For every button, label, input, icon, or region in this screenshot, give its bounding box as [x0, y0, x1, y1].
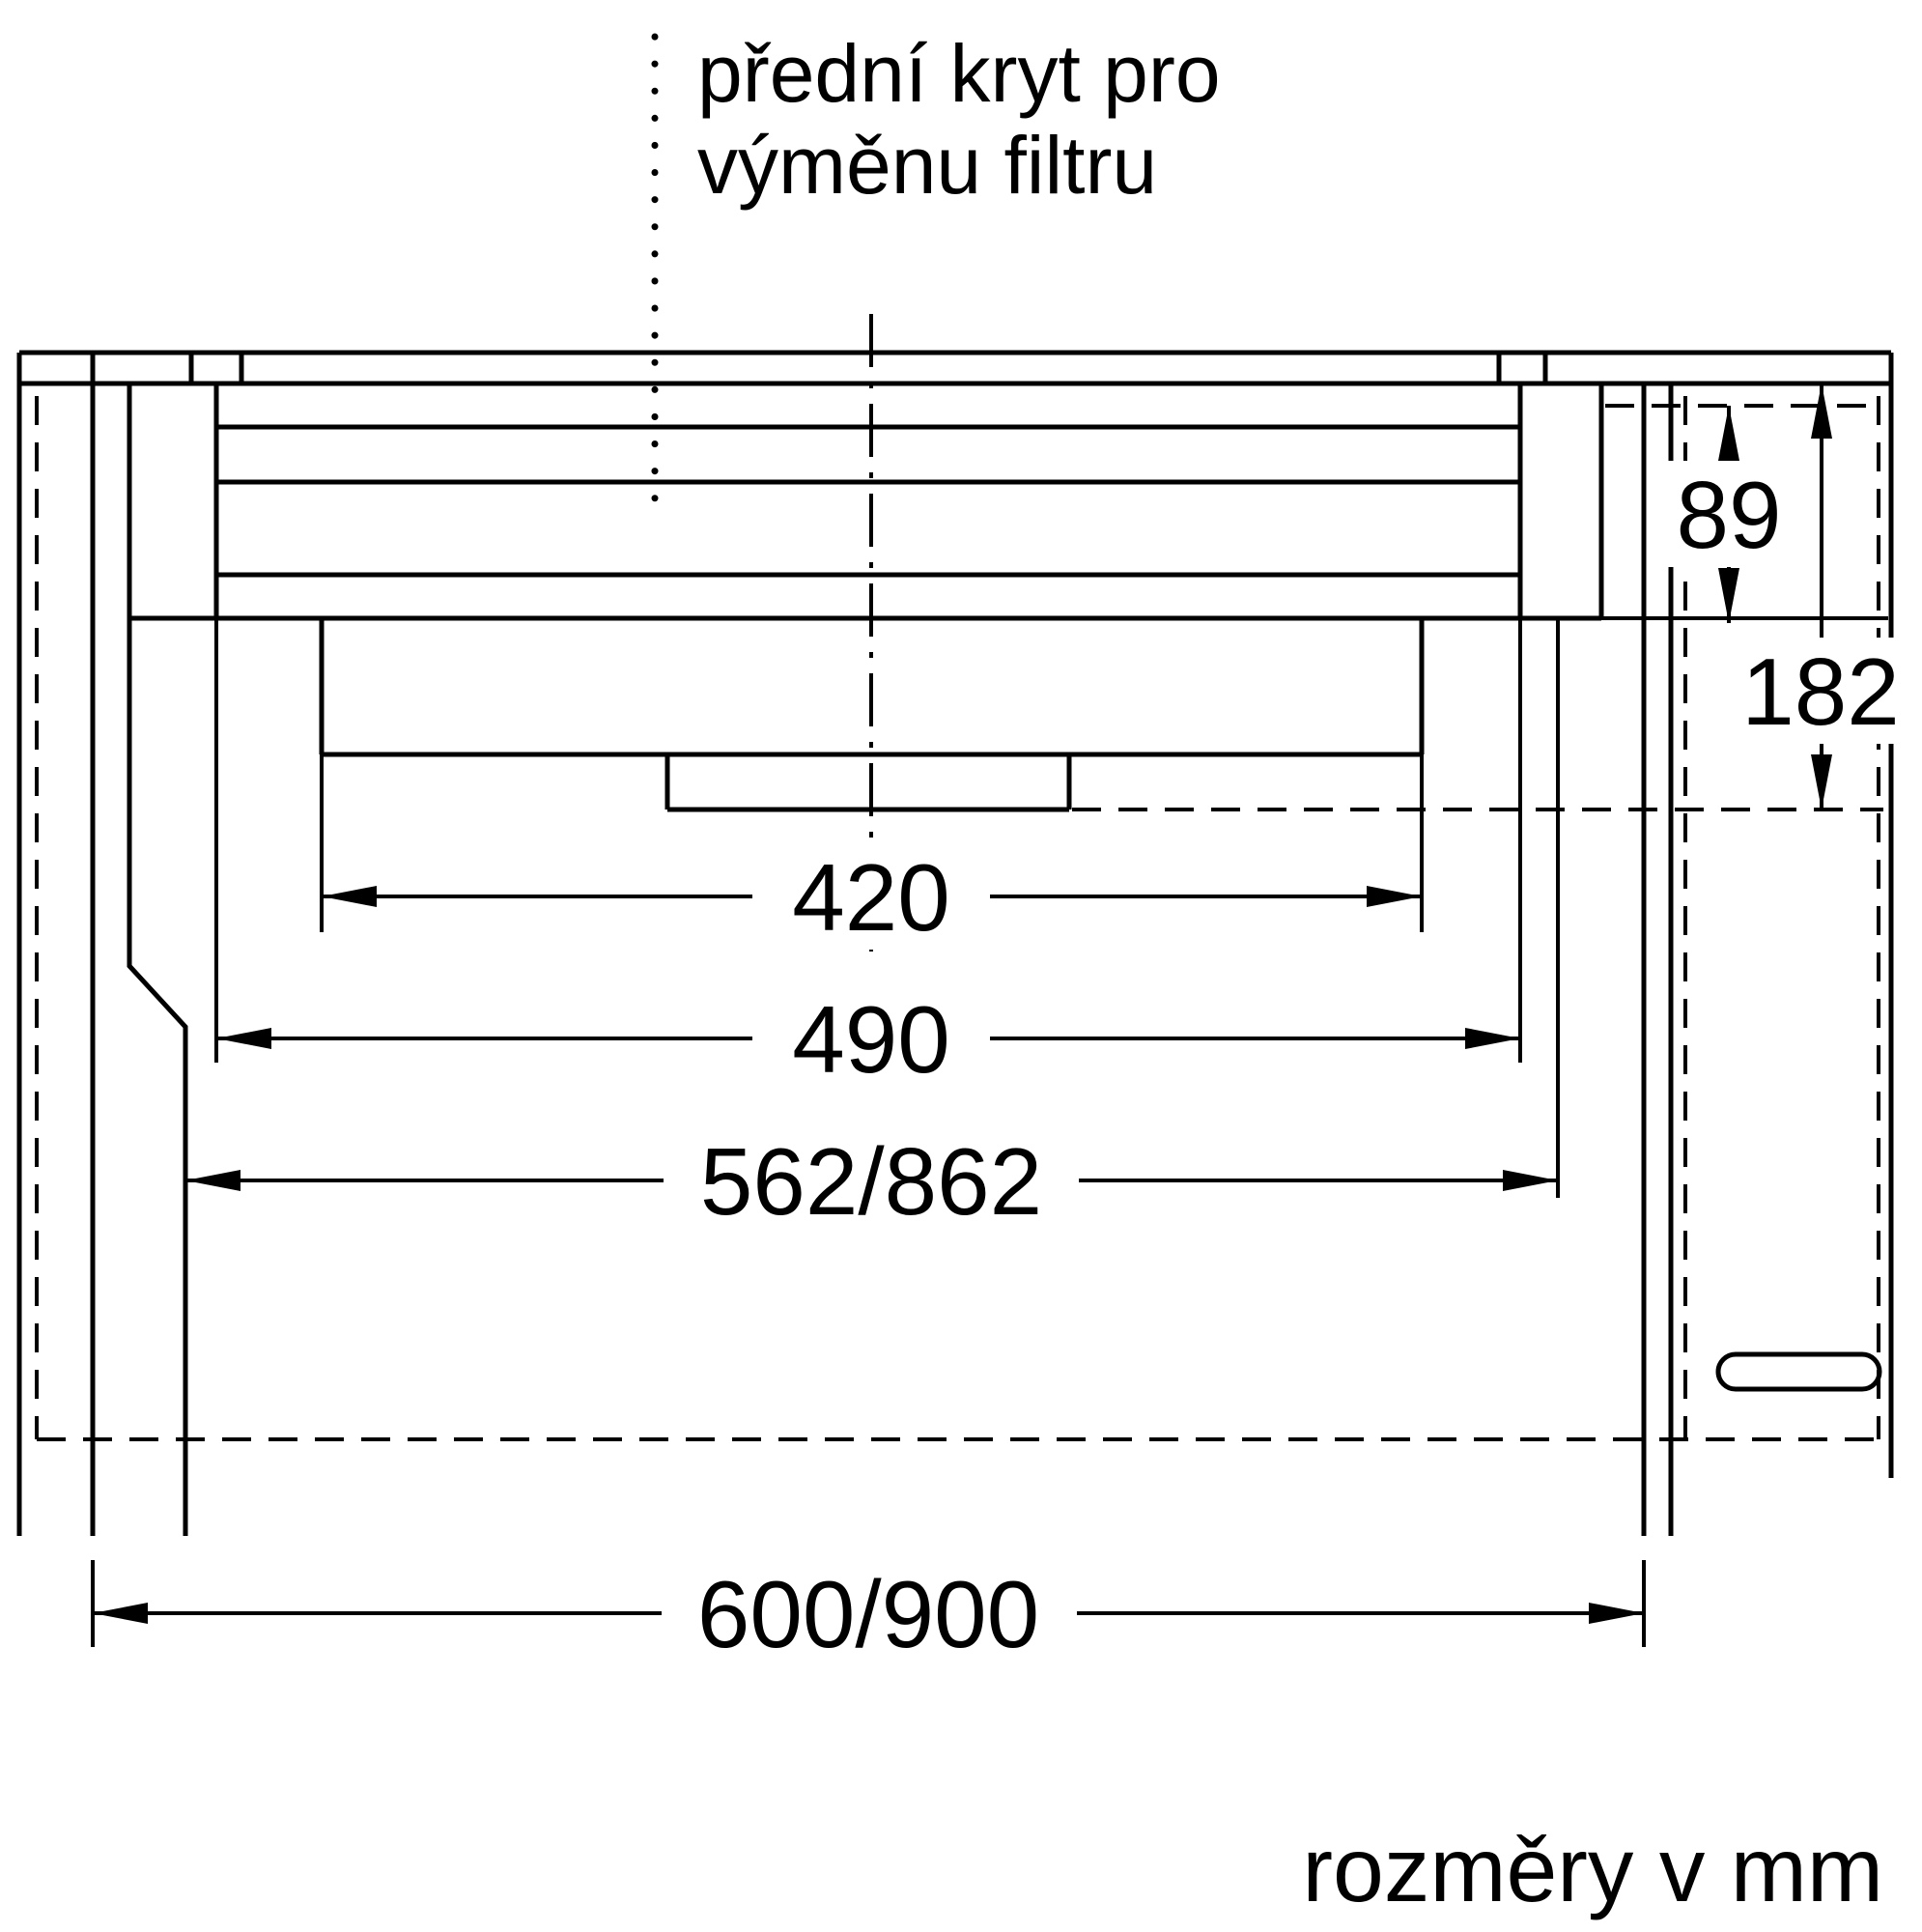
annotation-line-1: přední kryt pro [697, 28, 1221, 119]
mounting-ticks [188, 353, 1548, 384]
dimension-600-900: 600/900 [91, 1560, 1646, 1667]
cabinet-hidden-lines [35, 396, 1883, 1441]
dimension-420-label-bg [752, 843, 990, 950]
side-panel-vent-slot [1715, 1351, 1882, 1392]
hidden-edges [35, 396, 1883, 1441]
dimension-600-900-label: 600/900 [697, 1561, 1039, 1667]
dimension-89: 89 [1601, 406, 1888, 623]
dimension-182: 182 [1722, 384, 1919, 810]
annotation-line-2: výměnu filtru [697, 120, 1157, 211]
dimension-490: 490 [214, 618, 1522, 1093]
dimension-490-label-bg [752, 985, 990, 1092]
handle-strip [664, 754, 1072, 812]
dimension-600-900-label-bg [662, 1560, 1077, 1666]
dimension-562-862-label: 562/862 [700, 1128, 1042, 1235]
hood-box-lines [129, 384, 1604, 621]
dimension-182-label-bg [1722, 638, 1919, 744]
cabinet-structure [16, 350, 1894, 1536]
dimension-490-label: 490 [792, 986, 950, 1093]
hood-lower-body [319, 618, 1425, 757]
dimension-562-862-label-bg [664, 1127, 1079, 1234]
dimension-89-arrows [1718, 406, 1739, 623]
units-note: rozměry v mm [1302, 1819, 1883, 1921]
dimension-89-label-bg [1655, 461, 1802, 567]
dimension-89-label: 89 [1676, 462, 1781, 568]
hood-body [129, 384, 1604, 812]
dimension-562-862: 562/862 [185, 618, 1560, 1235]
dimension-420-label: 420 [792, 844, 950, 951]
dimension-182-label: 182 [1741, 639, 1900, 745]
annotation-filter-cover: přední kryt pro výměnu filtru [697, 28, 1221, 211]
dimension-420: 420 [320, 754, 1424, 951]
cabinet-top-and-walls [16, 350, 1894, 1536]
